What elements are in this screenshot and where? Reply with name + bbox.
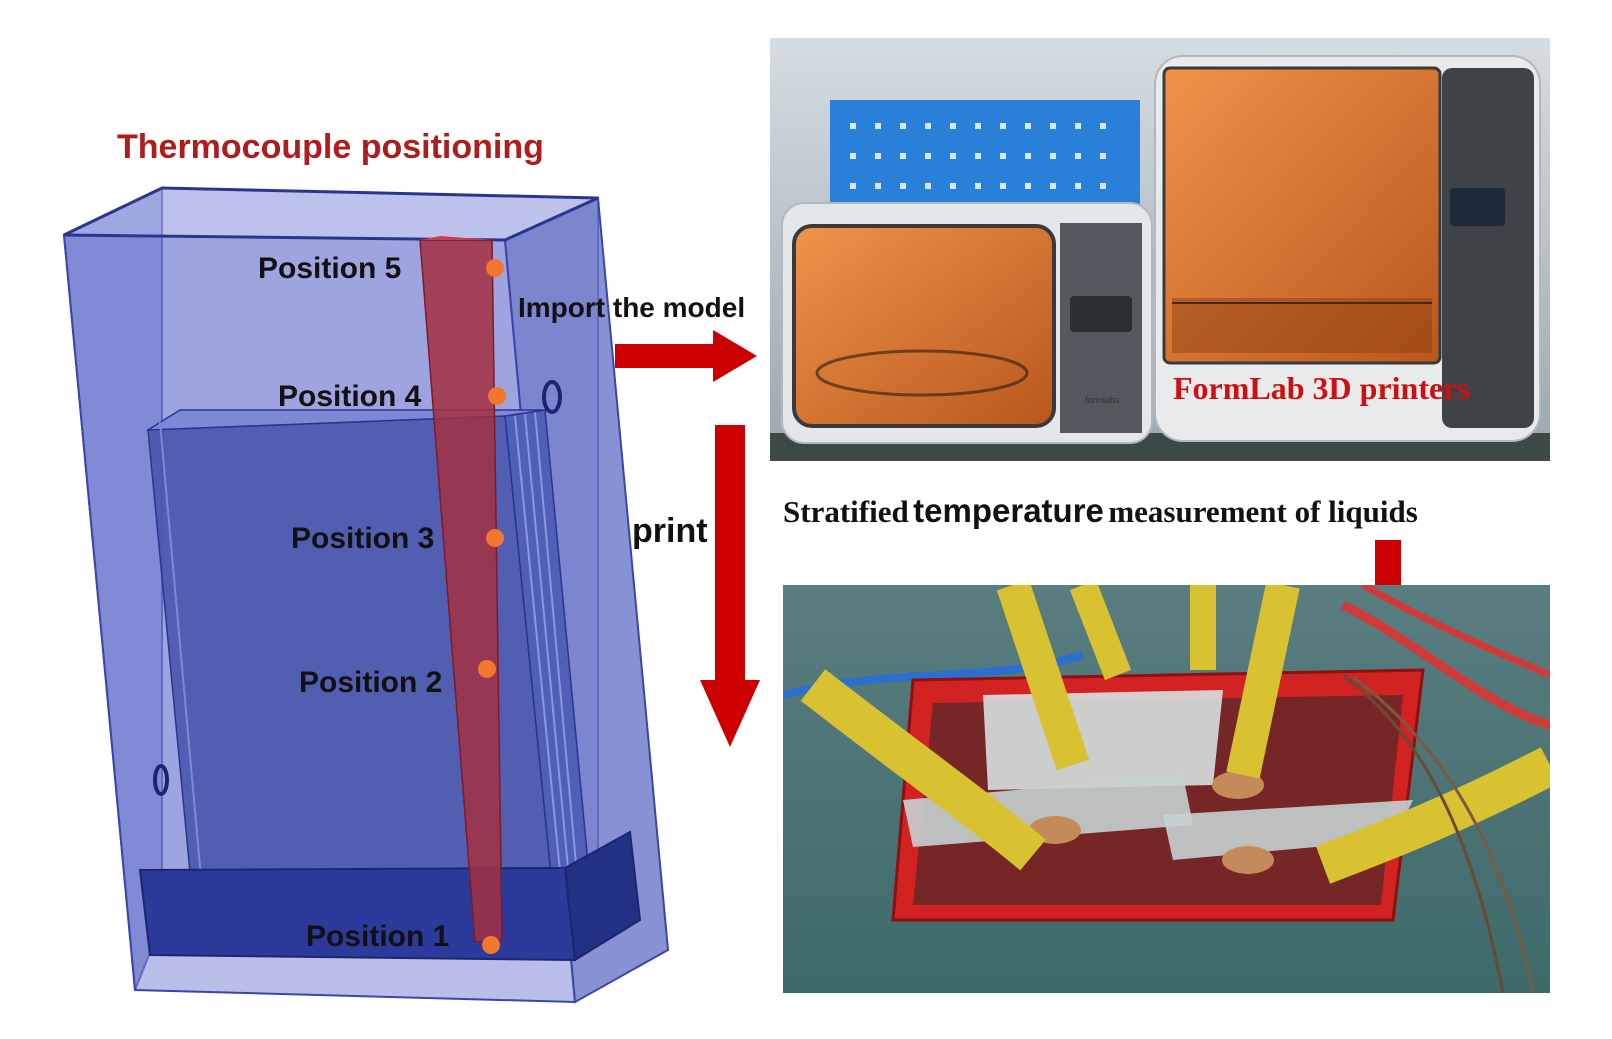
position-3-label: Position 3 bbox=[291, 522, 435, 555]
large-printer-window bbox=[1162, 66, 1442, 365]
printer-photo: formlabs bbox=[770, 38, 1550, 461]
import-model-label: Import the model bbox=[518, 292, 746, 323]
marker-position-5 bbox=[486, 259, 504, 277]
caption-emphasis: temperature bbox=[913, 492, 1104, 529]
measurement-photo bbox=[783, 585, 1550, 993]
marker-position-4 bbox=[488, 387, 506, 405]
measurement-caption: Stratified temperature measurement of li… bbox=[783, 492, 1418, 530]
side-hole-right bbox=[542, 380, 562, 414]
marker-position-3 bbox=[486, 529, 504, 547]
diagram-title: Thermocouple positioning bbox=[117, 128, 544, 166]
side-hole-left bbox=[153, 764, 169, 796]
print-label: print bbox=[632, 512, 708, 550]
printer-photo-illustration: formlabs bbox=[770, 38, 1550, 461]
caption-prefix: Stratified bbox=[783, 494, 909, 529]
marker-position-1 bbox=[482, 936, 500, 954]
position-2-label: Position 2 bbox=[299, 666, 443, 699]
box-top-rim bbox=[63, 186, 599, 242]
import-arrow bbox=[615, 330, 757, 382]
print-arrow bbox=[700, 425, 760, 747]
measurement-photo-illustration bbox=[783, 585, 1550, 993]
pegboard bbox=[830, 100, 1140, 220]
caption-suffix: measurement of liquids bbox=[1108, 494, 1418, 529]
marker-position-2 bbox=[478, 660, 496, 678]
small-printer-brand: formlabs bbox=[1085, 395, 1120, 405]
small-printer-window bbox=[792, 224, 1056, 428]
position-4-label: Position 4 bbox=[278, 380, 422, 413]
printer-caption: FormLab 3D printers bbox=[1173, 370, 1470, 406]
position-1-label: Position 1 bbox=[306, 920, 450, 953]
position-5-label: Position 5 bbox=[258, 252, 402, 285]
base-block-side bbox=[563, 830, 642, 962]
